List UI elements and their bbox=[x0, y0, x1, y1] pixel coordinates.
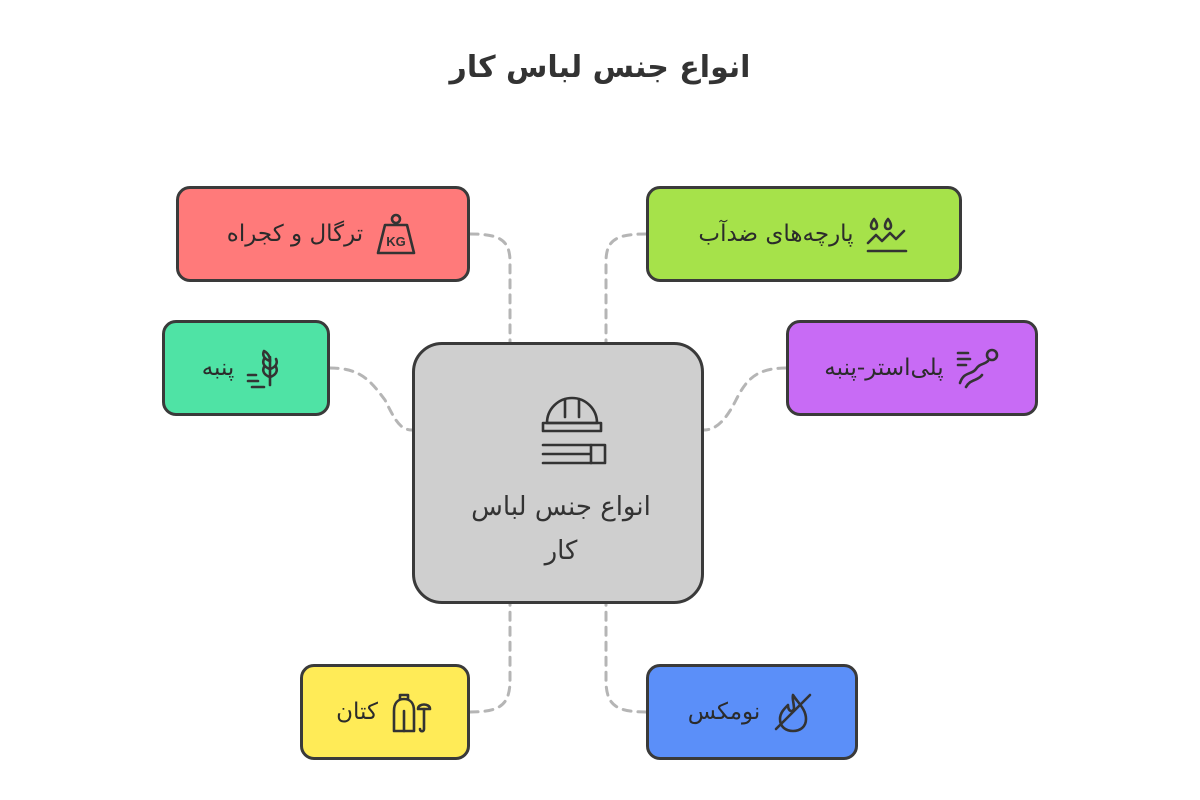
connector-polyester-cotton bbox=[702, 366, 788, 432]
center-label: انواع جنس لباس کار bbox=[471, 492, 651, 566]
node-cotton-label: پنبه bbox=[201, 355, 235, 381]
node-linen: کتان bbox=[300, 664, 470, 760]
node-tergal: KG ترگال و کجراه bbox=[176, 186, 470, 282]
cotton-plant-icon bbox=[247, 349, 279, 389]
center-node: انواع جنس لباس کار bbox=[412, 342, 704, 604]
node-nomex-label: نومکس bbox=[687, 699, 761, 725]
node-cotton: پنبه bbox=[162, 320, 330, 416]
water-drops-icon bbox=[866, 217, 907, 253]
raincoat-umbrella-icon bbox=[392, 693, 432, 733]
connector-linen bbox=[468, 602, 512, 714]
node-polyester-cotton: پلی‌استر-پنبه bbox=[786, 320, 1038, 416]
diagram-title: انواع جنس لباس کار bbox=[449, 50, 751, 85]
weight-kg-icon: KG bbox=[376, 213, 416, 255]
node-tergal-label: ترگال و کجراه bbox=[226, 221, 364, 247]
no-fire-icon bbox=[775, 693, 812, 733]
connector-waterproof bbox=[604, 232, 648, 344]
node-nomex: نومکس bbox=[646, 664, 858, 760]
node-linen-label: کتان bbox=[336, 699, 378, 725]
node-waterproof: پارچه‌های ضدآب bbox=[646, 186, 962, 282]
hardhat-fabric-icon bbox=[541, 396, 607, 465]
connector-nomex bbox=[604, 602, 648, 714]
node-polyester-cotton-label: پلی‌استر-پنبه bbox=[824, 355, 944, 381]
fiber-flow-icon bbox=[956, 348, 999, 389]
node-waterproof-label: پارچه‌های ضدآب bbox=[698, 221, 854, 247]
svg-text:KG: KG bbox=[386, 234, 406, 249]
connector-tergal bbox=[468, 232, 512, 344]
connector-cotton bbox=[328, 366, 414, 432]
